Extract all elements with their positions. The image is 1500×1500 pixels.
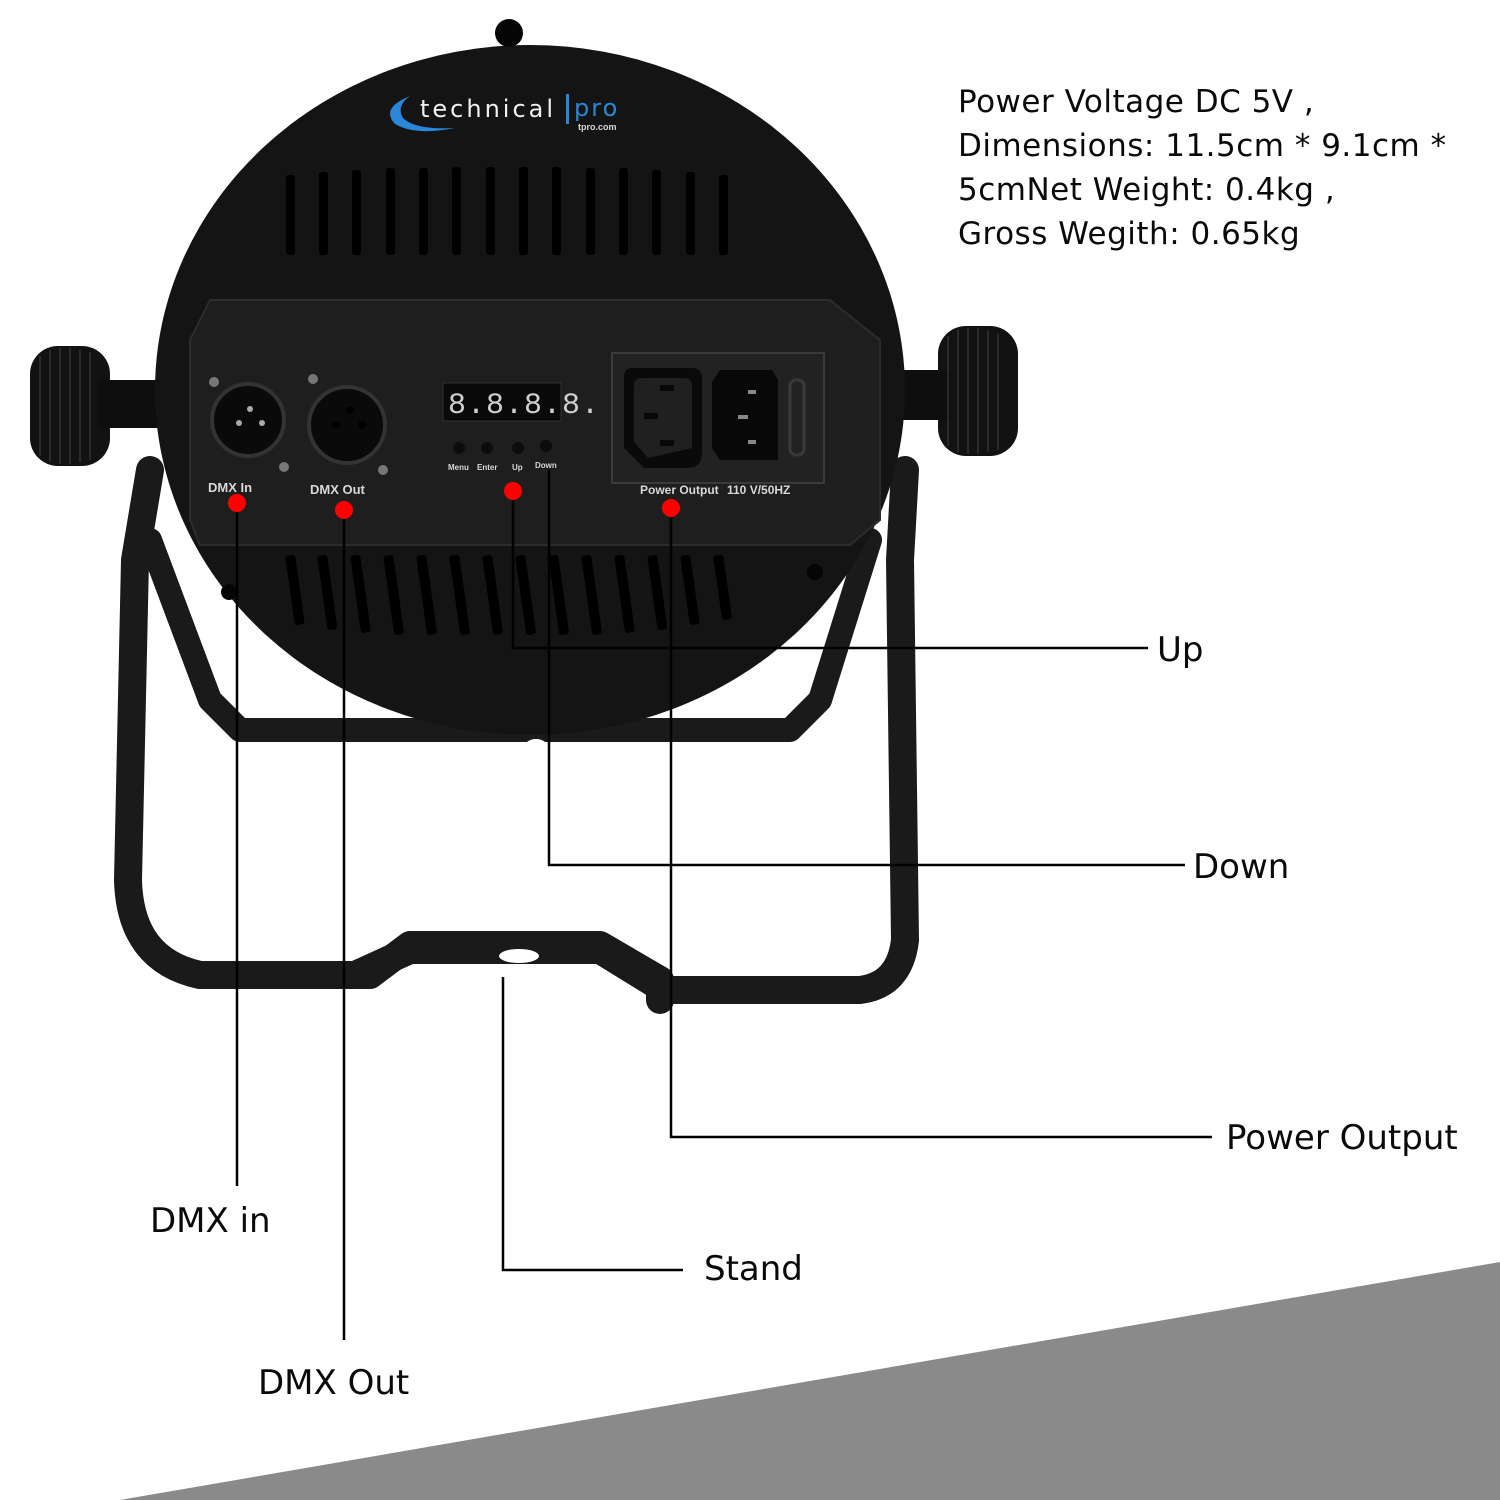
yoke-hole (524, 739, 548, 757)
dmx-out-port-label: DMX Out (310, 482, 366, 497)
brand-url: tpro.com (578, 122, 617, 132)
power-port-label: Power Output (640, 483, 719, 497)
led-display: 8.8.8.8. (442, 382, 600, 423)
leader-power (669, 508, 1212, 1139)
stand-mount-hole (499, 949, 539, 963)
dmx-out-port: DMX Out (307, 374, 388, 497)
spec-line-gross-weight: Gross Wegith: 0.65kg (958, 216, 1301, 252)
down-button-label: Down (535, 461, 557, 470)
leader-down (547, 470, 1185, 867)
control-buttons: Menu Enter Up Down (448, 440, 557, 472)
upper-vents (286, 167, 728, 255)
brand-accent: pro (574, 94, 619, 122)
leader-stand (501, 977, 683, 1272)
display-digits: 8.8.8.8. (448, 389, 600, 423)
enter-button-label: Enter (477, 463, 497, 472)
marker-up (504, 482, 522, 500)
screw-hole-right (807, 564, 823, 580)
marker-dmx-in (228, 494, 246, 512)
callout-up: Up (1157, 630, 1204, 670)
leader-lines (235, 470, 1212, 1340)
brand-logo: technical pro tpro.com (390, 94, 619, 132)
spec-text: Power Voltage DC 5V , Dimensions: 11.5cm… (958, 80, 1447, 256)
dmx-in-port-label: DMX In (208, 480, 252, 495)
callout-dmx-out: DMX Out (258, 1363, 410, 1403)
left-knob (30, 346, 158, 466)
power-rating-label: 110 V/50HZ (727, 483, 790, 497)
callout-stand: Stand (704, 1249, 803, 1289)
leader-up (511, 492, 1148, 650)
callout-markers (228, 482, 680, 519)
callout-power-output: Power Output (1226, 1118, 1458, 1158)
callout-dmx-in: DMX in (150, 1201, 271, 1241)
power-sockets: Power Output 110 V/50HZ (611, 352, 825, 497)
spec-line-voltage: Power Voltage DC 5V , (958, 84, 1315, 120)
marker-dmx-out (335, 501, 353, 519)
corner-wedge (120, 1262, 1500, 1500)
menu-button-label: Menu (448, 463, 469, 472)
spec-line-net-weight: 5cmNet Weight: 0.4kg , (958, 172, 1336, 208)
dmx-in-port: DMX In (208, 377, 289, 495)
callout-down: Down (1193, 847, 1290, 887)
top-hole (495, 19, 523, 47)
spec-line-dimensions: Dimensions: 11.5cm * 9.1cm * (958, 128, 1447, 164)
brand-name: technical (420, 95, 556, 123)
up-button-label: Up (512, 463, 523, 472)
marker-power (662, 499, 680, 517)
screw-hole-left (221, 584, 237, 600)
lower-vents (285, 555, 732, 635)
